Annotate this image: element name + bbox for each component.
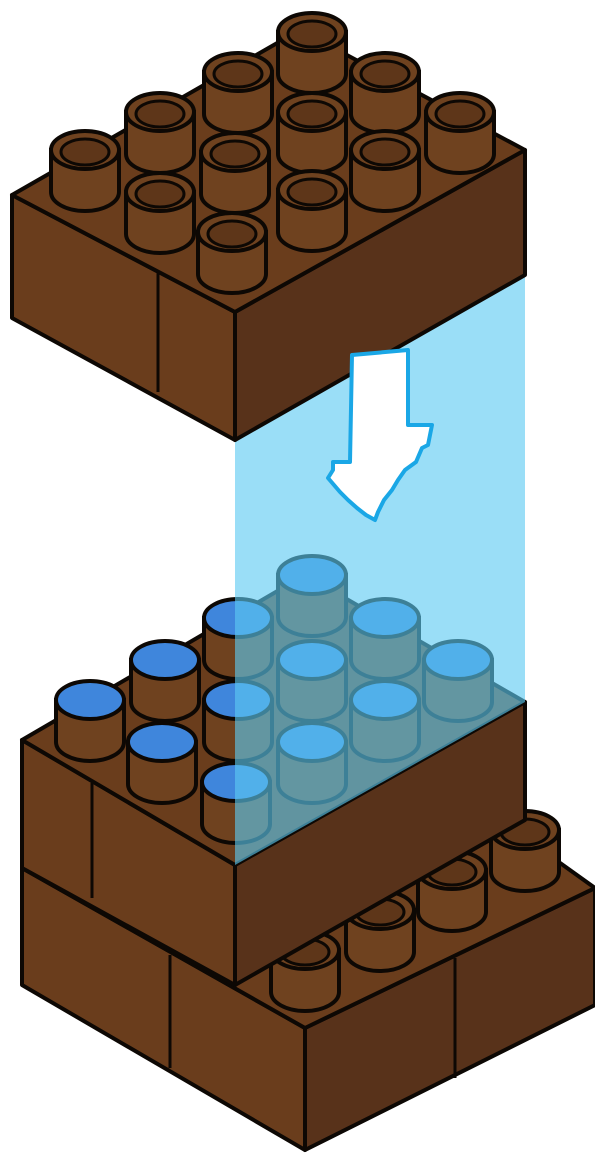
stud: [204, 53, 272, 133]
stud: [351, 131, 419, 211]
stud: [131, 641, 199, 721]
stud: [278, 93, 346, 173]
stud: [278, 171, 346, 251]
stud: [56, 681, 124, 761]
stud: [51, 131, 119, 211]
stud: [426, 93, 494, 173]
stud: [198, 213, 266, 293]
stud: [278, 13, 346, 93]
stud: [126, 93, 194, 173]
stud: [351, 53, 419, 133]
stud: [126, 173, 194, 253]
stud: [128, 723, 196, 803]
stud: [201, 133, 269, 213]
